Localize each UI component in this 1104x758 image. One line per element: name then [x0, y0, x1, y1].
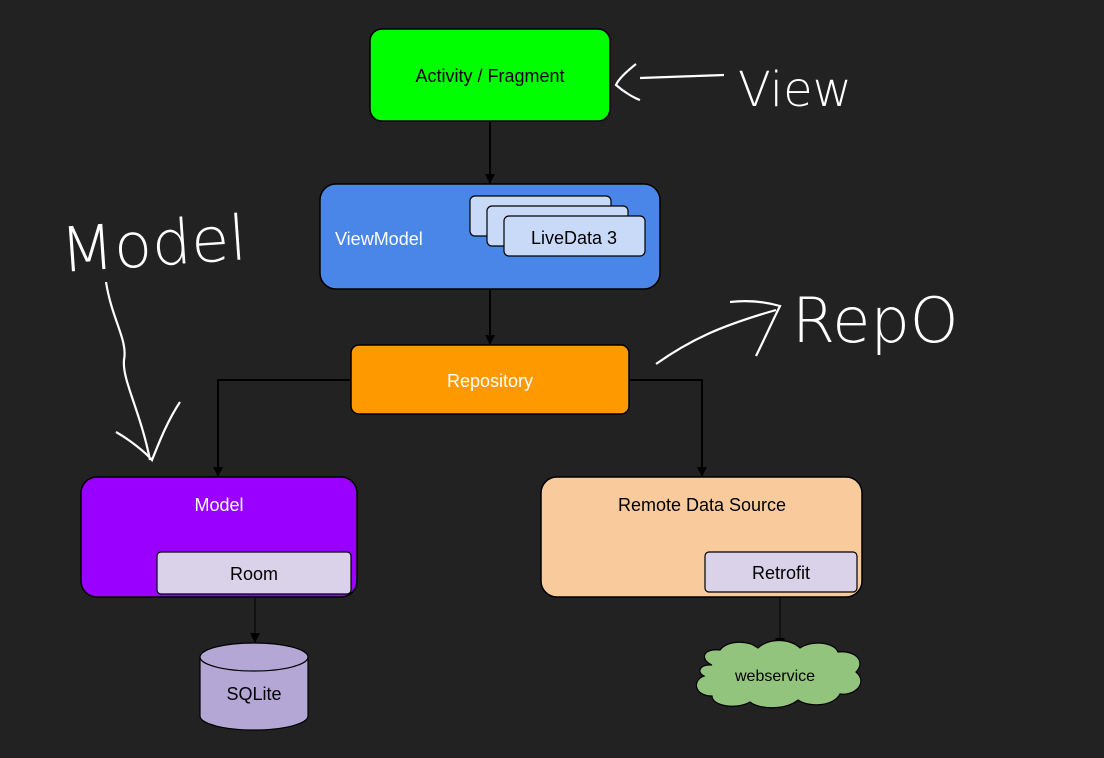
arrow-repository-model — [213, 379, 351, 477]
activity-fragment-node: Activity / Fragment — [369, 28, 611, 122]
remote-data-source-node: Remote Data Source Retrofit — [540, 476, 863, 598]
activity-fragment-label: Activity / Fragment — [415, 66, 564, 86]
repository-node: Repository — [350, 344, 630, 415]
remote-data-source-label: Remote Data Source — [618, 495, 786, 515]
room-box — [156, 551, 352, 595]
retrofit-box — [704, 551, 858, 593]
livedata-label: LiveData 3 — [531, 228, 617, 248]
webservice-label: webservice — [734, 668, 815, 685]
retrofit-label: Retrofit — [752, 563, 810, 583]
arrow-repository-remote — [629, 379, 707, 477]
handwritten-repo-label: RepO — [792, 284, 959, 357]
handwritten-arrow-view — [614, 63, 725, 102]
annotation-repo: RepO — [655, 284, 959, 365]
cloud-icon — [695, 639, 862, 709]
sqlite-database: SQLite — [199, 642, 309, 731]
room-label: Room — [230, 564, 278, 584]
webservice-cloud: webservice — [695, 639, 862, 709]
handwritten-model-label: Model — [58, 201, 249, 287]
annotation-view: View — [614, 62, 852, 118]
repository-label: Repository — [447, 371, 533, 391]
model-label: Model — [194, 495, 243, 515]
model-node: Model Room — [80, 476, 358, 598]
handwritten-view-label: View — [738, 62, 852, 118]
handwritten-arrow-model — [104, 281, 181, 463]
handwritten-arrow-repo — [655, 300, 782, 365]
annotation-model: Model — [58, 201, 249, 463]
viewmodel-label: ViewModel — [335, 229, 423, 249]
sqlite-label: SQLite — [226, 684, 281, 704]
livedata-card-front — [503, 215, 646, 257]
database-icon — [199, 642, 309, 731]
viewmodel-node: ViewModel LiveData 3 — [319, 183, 661, 290]
